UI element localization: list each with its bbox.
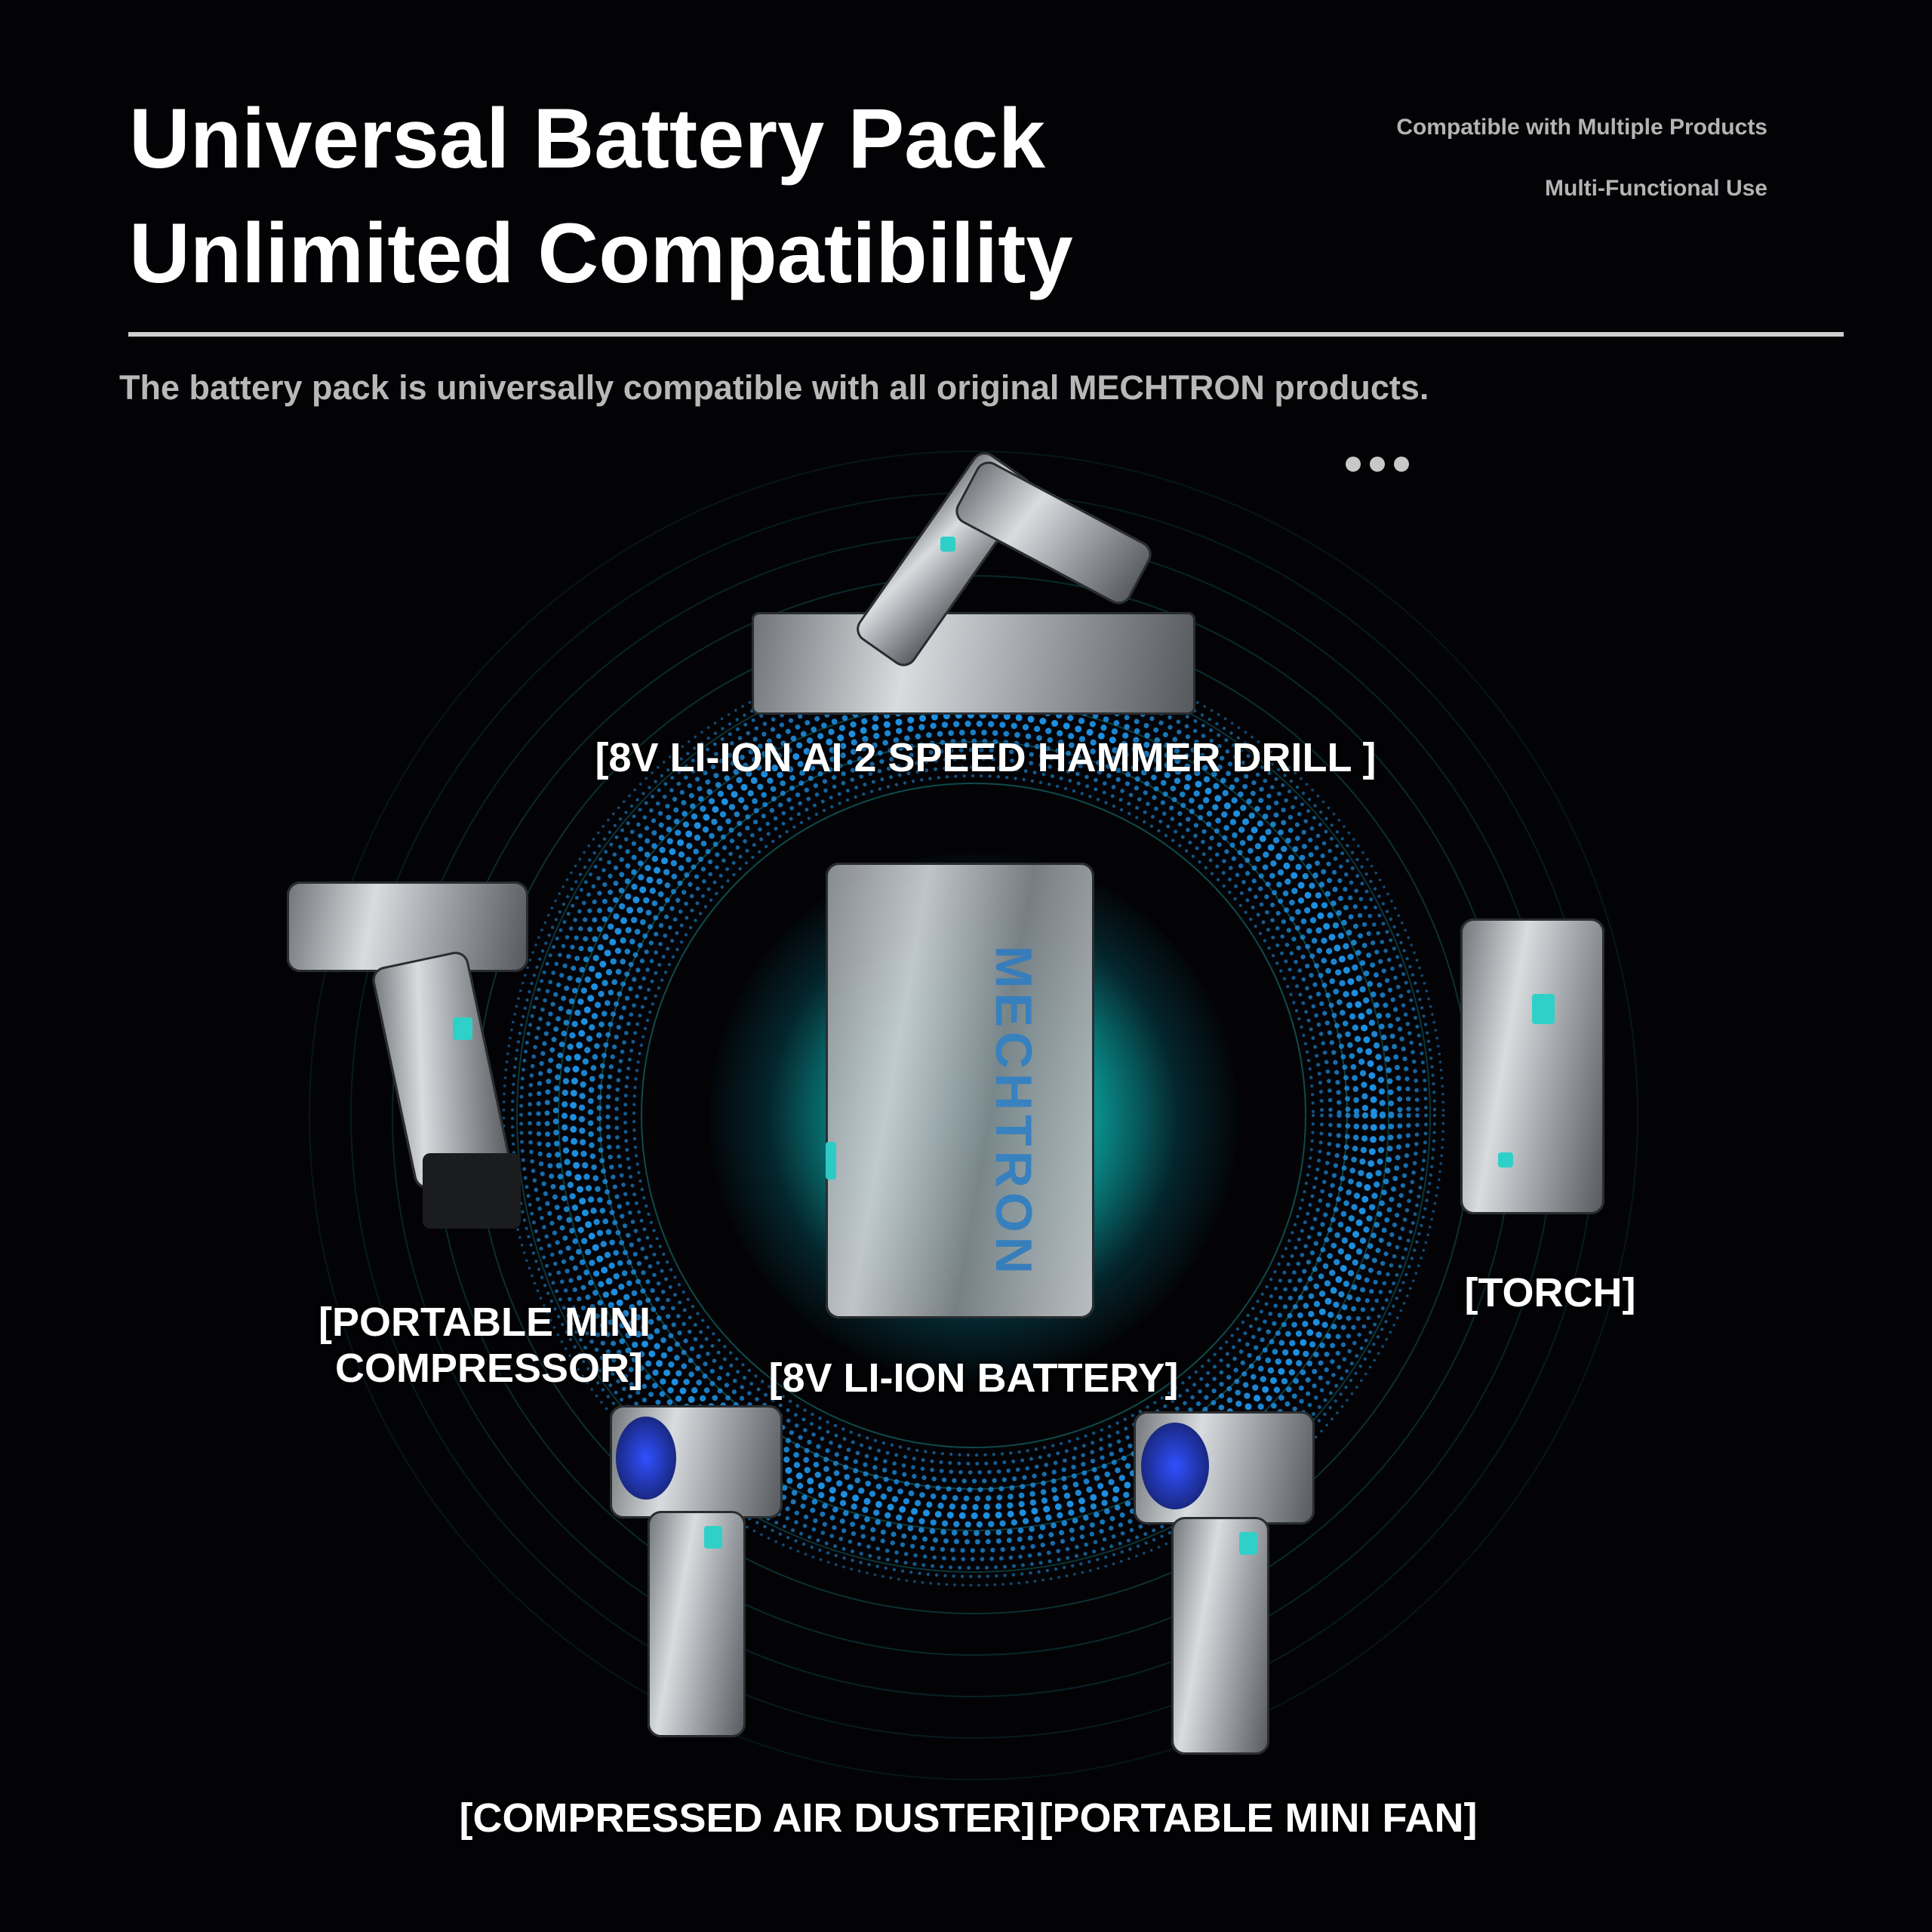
faint-ring <box>641 783 1306 1448</box>
dot-ring <box>623 765 1324 1466</box>
dot-ring <box>519 661 1428 1570</box>
battery-image: MECHTRON <box>826 863 1094 1318</box>
dot-ring <box>528 669 1420 1561</box>
dot-ring <box>587 729 1360 1502</box>
label-mini-fan: [PORTABLE MINI FAN] <box>1038 1795 1478 1841</box>
label-compressor-line2: COMPRESSOR] <box>334 1346 644 1391</box>
title-line-2: Unlimited Compatibility <box>129 206 1073 300</box>
faint-ring <box>309 451 1638 1780</box>
dot-ring <box>536 678 1411 1553</box>
subtitle: The battery pack is universally compatib… <box>119 368 1429 407</box>
more-dots-icon <box>1346 457 1409 472</box>
dot-ring <box>632 774 1315 1457</box>
dot-ring <box>578 720 1369 1511</box>
label-torch: [TORCH] <box>1464 1270 1636 1315</box>
mini-fan-image <box>1134 1411 1315 1756</box>
torch-image <box>1460 918 1604 1214</box>
dot-ring <box>605 747 1342 1484</box>
hammer-drill-image <box>752 431 1195 715</box>
mini-compressor-image <box>287 881 539 1236</box>
battery-brand-text: MECHTRON <box>985 946 1042 1278</box>
tagline-multifunctional: Multi-Functional Use <box>1545 176 1767 201</box>
dot-ring <box>570 712 1377 1519</box>
label-air-duster: [COMPRESSED AIR DUSTER] <box>459 1795 1035 1841</box>
dot-ring <box>596 738 1351 1493</box>
label-hammer-drill: [8V LI-ION AI 2 SPEED HAMMER DRILL ] <box>595 735 1377 780</box>
dot-ring <box>614 756 1333 1475</box>
dot-ring <box>561 703 1386 1528</box>
tagline-compatible: Compatible with Multiple Products <box>1396 115 1767 140</box>
label-battery: [8V LI-ION BATTERY] <box>768 1355 1179 1401</box>
label-compressor-line1: [PORTABLE MINI <box>318 1300 651 1345</box>
title-line-1: Universal Battery Pack <box>129 91 1046 186</box>
divider <box>128 332 1844 337</box>
air-duster-image <box>610 1405 783 1738</box>
